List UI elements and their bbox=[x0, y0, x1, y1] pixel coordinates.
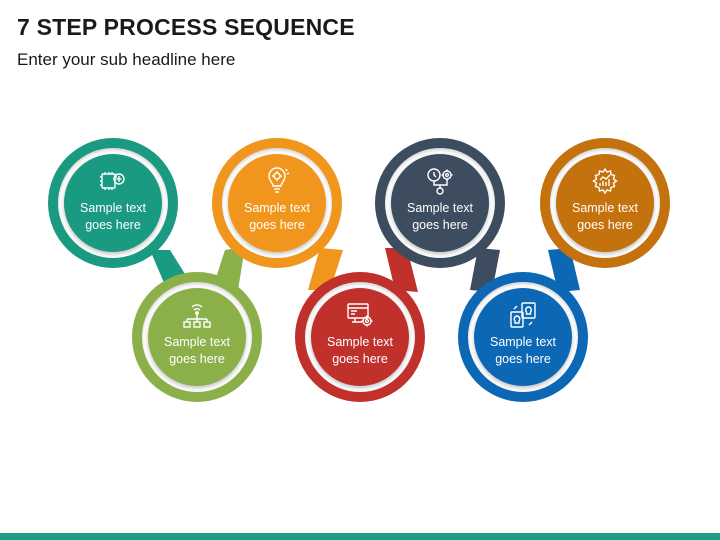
step-6: Sample text goes here bbox=[458, 272, 588, 402]
connector-3-4 bbox=[308, 248, 343, 290]
clock-gear-icon bbox=[425, 166, 455, 196]
lightbulb-gear-icon bbox=[262, 166, 292, 196]
cpu-brain-icon bbox=[98, 166, 128, 196]
step-6-label: Sample text goes here bbox=[489, 335, 556, 366]
step-5: Sample text goes here bbox=[375, 138, 505, 268]
monitor-gear-icon bbox=[345, 300, 375, 330]
step-1-disc: Sample text goes here bbox=[64, 154, 162, 252]
step-7-label: Sample text goes here bbox=[571, 201, 638, 232]
page-title: 7 STEP PROCESS SEQUENCE bbox=[17, 14, 355, 40]
step-3: Sample text goes here bbox=[212, 138, 342, 268]
step-3-disc: Sample text goes here bbox=[228, 154, 326, 252]
network-signal-icon bbox=[182, 300, 212, 330]
step-2-label: Sample text goes here bbox=[163, 335, 230, 366]
step-2: Sample text goes here bbox=[132, 272, 262, 402]
step-5-disc: Sample text goes here bbox=[391, 154, 489, 252]
footer-bar bbox=[0, 533, 720, 540]
step-4-disc: Sample text goes here bbox=[311, 288, 409, 386]
step-3-label: Sample text goes here bbox=[243, 201, 310, 232]
step-1-label: Sample text goes here bbox=[79, 201, 146, 232]
step-1: Sample text goes here bbox=[48, 138, 178, 268]
step-6-disc: Sample text goes here bbox=[474, 288, 572, 386]
page-subtitle: Enter your sub headline here bbox=[17, 50, 236, 69]
step-7: Sample text goes here bbox=[540, 138, 670, 268]
step-4-label: Sample text goes here bbox=[326, 335, 393, 366]
step-5-label: Sample text goes here bbox=[406, 201, 473, 232]
step-2-disc: Sample text goes here bbox=[148, 288, 246, 386]
idea-devices-icon bbox=[508, 300, 538, 330]
step-7-disc: Sample text goes here bbox=[556, 154, 654, 252]
gear-chart-icon bbox=[590, 166, 620, 196]
step-4: Sample text goes here bbox=[295, 272, 425, 402]
